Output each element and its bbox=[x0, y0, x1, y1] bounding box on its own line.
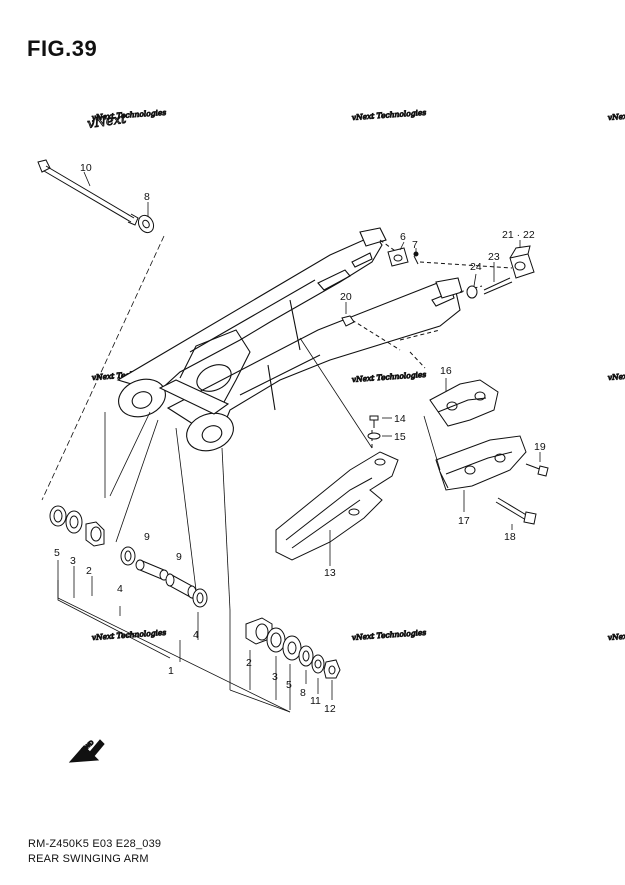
callout-6: 6 bbox=[400, 231, 406, 243]
diagram-name: REAR SWINGING ARM bbox=[28, 853, 149, 865]
callout-11: 11 bbox=[310, 695, 321, 707]
chain-adjuster-plate bbox=[387, 247, 419, 267]
callout-20: 20 bbox=[340, 291, 352, 303]
callout-16: 16 bbox=[440, 365, 452, 377]
callout-labels: 10 8 6 7 21 · 22 23 24 20 16 14 15 19 17… bbox=[54, 162, 546, 715]
chain-guide bbox=[429, 379, 527, 491]
callout-2-left: 2 bbox=[86, 565, 92, 577]
callout-23: 23 bbox=[488, 251, 500, 263]
callout-9-right: 9 bbox=[176, 551, 182, 563]
pivot-shaft bbox=[37, 159, 155, 234]
callout-2-right: 2 bbox=[246, 657, 252, 669]
callout-17: 17 bbox=[458, 515, 470, 527]
figure-title: FIG.39 bbox=[27, 36, 98, 61]
chain-slider bbox=[275, 451, 399, 561]
callout-24: 24 bbox=[470, 261, 482, 273]
callout-4-left: 4 bbox=[117, 583, 123, 595]
spacer-right bbox=[165, 573, 197, 599]
callout-9-left: 9 bbox=[144, 531, 150, 543]
callout-21-22: 21 · 22 bbox=[502, 229, 535, 241]
callout-12: 12 bbox=[324, 703, 336, 715]
watermark: vNext Technologies bbox=[92, 628, 167, 642]
watermark: vNext Technologies bbox=[92, 108, 167, 122]
nut-20 bbox=[341, 315, 355, 327]
callout-15: 15 bbox=[394, 431, 406, 443]
screw-14 bbox=[367, 415, 381, 440]
leader-lines bbox=[41, 171, 541, 713]
watermark: vNext Technologies bbox=[352, 108, 427, 122]
dashed-leaders bbox=[351, 239, 513, 450]
callout-13: 13 bbox=[324, 567, 336, 579]
callout-5-right: 5 bbox=[286, 679, 292, 691]
left-collar bbox=[120, 546, 136, 566]
chain-adjuster-block bbox=[466, 245, 535, 299]
callout-3-right: 3 bbox=[272, 671, 278, 683]
swinging-arm bbox=[116, 227, 463, 452]
right-bearing-stack bbox=[245, 617, 341, 679]
callout-4-right: 4 bbox=[193, 629, 199, 641]
watermark: vNext Technologies bbox=[352, 370, 427, 384]
diagram-code: RM-Z450K5 E03 E28_039 bbox=[28, 838, 162, 850]
spacer-left bbox=[135, 559, 169, 581]
bolt-18 bbox=[495, 497, 537, 525]
watermark: vNext Technologies bbox=[608, 108, 625, 122]
callout-10: 10 bbox=[80, 162, 92, 174]
callout-8-right: 8 bbox=[300, 687, 306, 699]
callout-7: 7 bbox=[412, 239, 418, 251]
callout-14: 14 bbox=[394, 413, 406, 425]
callout-18: 18 bbox=[504, 531, 516, 543]
right-collar bbox=[192, 588, 208, 608]
watermark: vNext Technologies bbox=[608, 628, 625, 642]
bolt-19 bbox=[525, 463, 549, 477]
callout-19: 19 bbox=[534, 441, 546, 453]
watermark-bg: vNext bbox=[86, 112, 127, 132]
callout-5-left: 5 bbox=[54, 547, 60, 559]
watermark: vNext Technologies bbox=[352, 628, 427, 642]
callout-8: 8 bbox=[144, 191, 150, 203]
left-bearing-stack bbox=[49, 505, 105, 547]
watermark: vNext Technologies bbox=[608, 368, 625, 382]
callout-1: 1 bbox=[168, 665, 174, 677]
callout-3-left: 3 bbox=[70, 555, 76, 567]
fwd-arrow: FWD bbox=[68, 739, 105, 763]
